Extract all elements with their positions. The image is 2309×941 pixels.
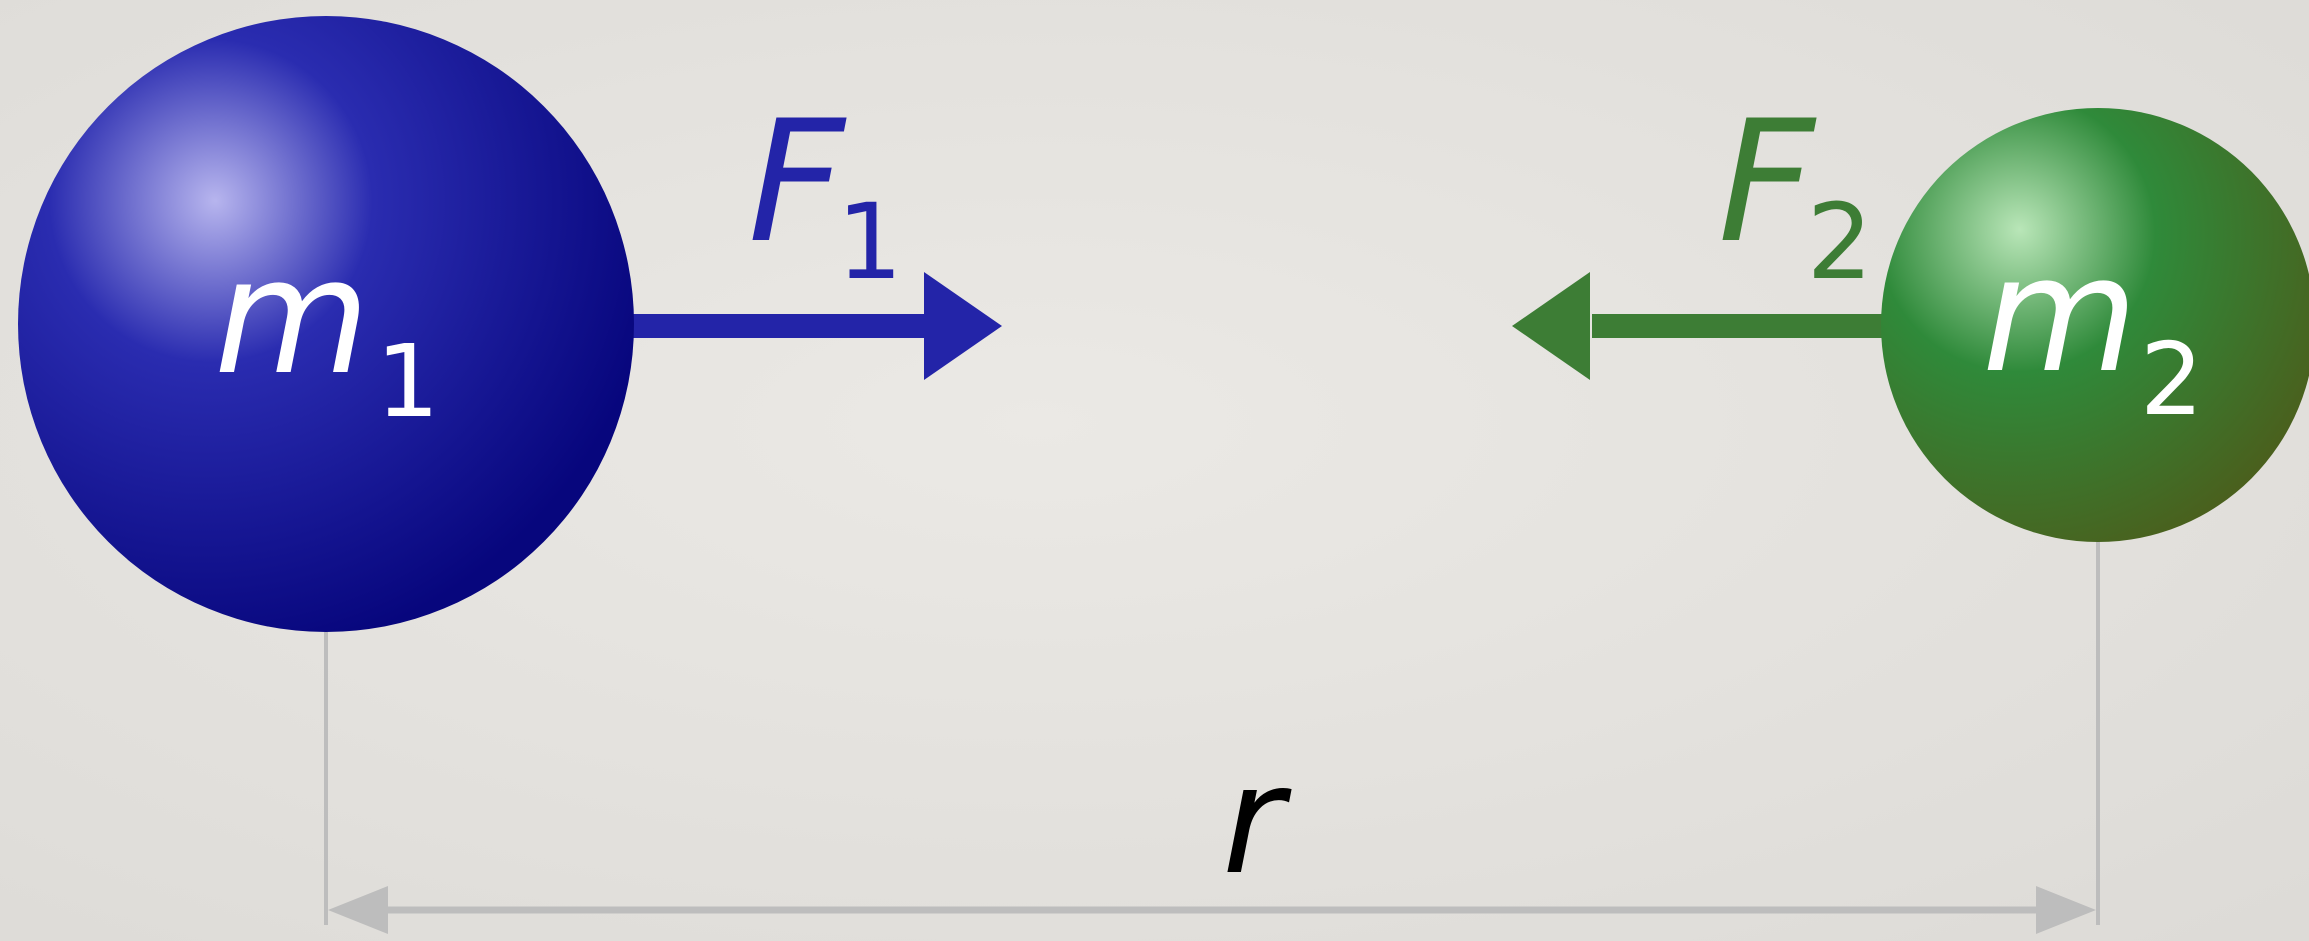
- mass2-subscript: 2: [2140, 321, 2204, 438]
- force1-arrowhead: [924, 272, 1002, 380]
- force1-subscript: 1: [837, 181, 903, 303]
- mass1-ball: [18, 16, 634, 632]
- force2-symbol: F: [1718, 84, 1817, 280]
- force1-arrow: F1: [626, 84, 1002, 380]
- force1-symbol: F: [748, 84, 847, 280]
- distance-left-arrowhead: [328, 886, 388, 934]
- mass2-symbol: m: [1982, 221, 2138, 408]
- mass1-label: m1: [214, 223, 439, 440]
- mass2-ball: [1881, 108, 2309, 542]
- distance-right-arrowhead: [2036, 886, 2096, 934]
- force2-arrow: F2: [1512, 84, 1882, 380]
- force2-subscript: 2: [1807, 181, 1873, 303]
- force1-arrow-shaft: [626, 314, 926, 338]
- distance-label: r: [1222, 734, 1292, 908]
- force1-label: F1: [748, 84, 903, 303]
- mass1-sphere: m1: [18, 16, 634, 632]
- force2-label: F2: [1718, 84, 1873, 303]
- distance-indicator: r: [324, 540, 2100, 934]
- mass1-symbol: m: [214, 223, 370, 410]
- mass2-sphere: m2: [1881, 108, 2309, 542]
- force2-arrowhead: [1512, 272, 1590, 380]
- mass1-subscript: 1: [376, 323, 440, 440]
- force2-arrow-shaft: [1592, 314, 1882, 338]
- mass2-label: m2: [1982, 221, 2203, 438]
